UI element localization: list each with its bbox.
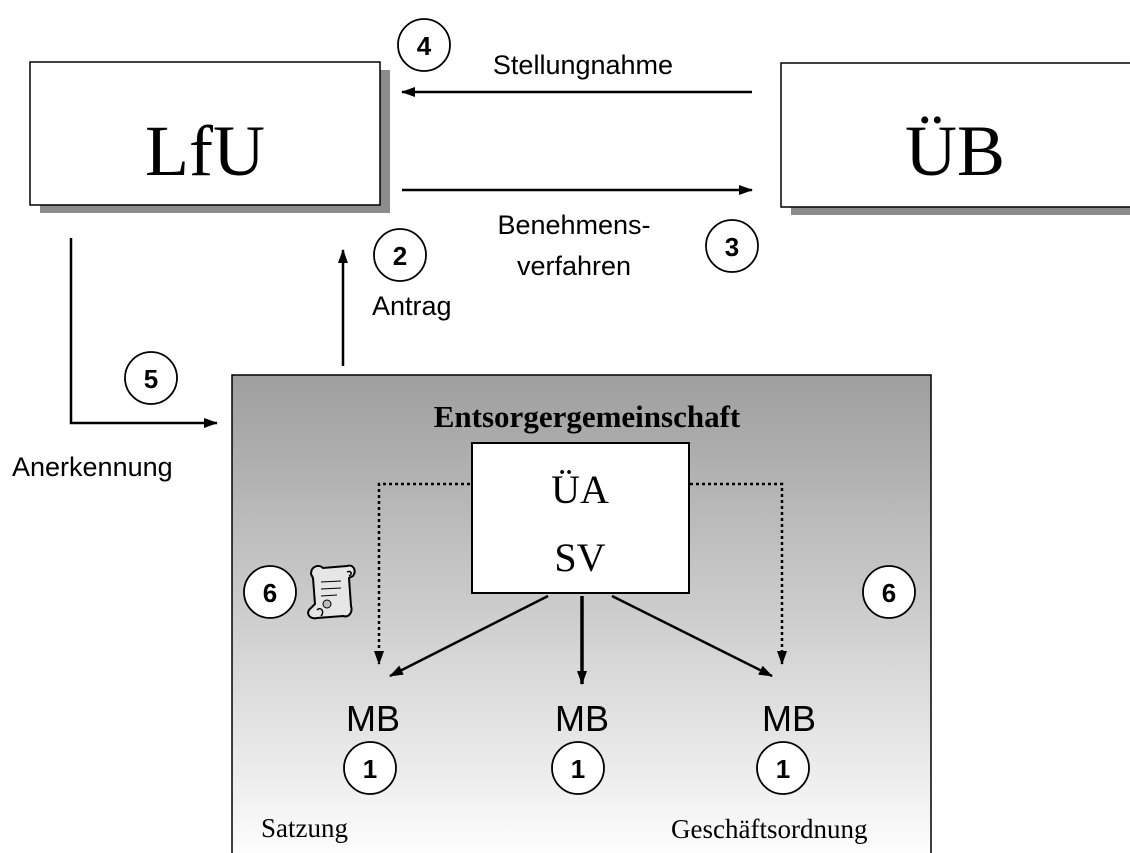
svg-text:1: 1 <box>776 754 790 784</box>
lfu-label: LfU <box>145 111 265 191</box>
svg-text:2: 2 <box>393 241 407 271</box>
antrag-label: Antrag <box>372 291 452 321</box>
ub-box: ÜB <box>780 62 1130 215</box>
dotted-connector-right <box>690 482 787 665</box>
step-6-badge-left: 6 <box>243 565 297 619</box>
mb-center-label: MB <box>555 698 609 739</box>
svg-text:1: 1 <box>571 754 585 784</box>
step-1-badge-center: 1 <box>551 741 605 795</box>
benehmens-label-line1: Benehmens- <box>497 210 650 240</box>
ua-label: ÜA <box>551 467 609 512</box>
svg-text:5: 5 <box>144 364 158 394</box>
stellungnahme-label: Stellungnahme <box>493 50 673 80</box>
step-1-badge-right: 1 <box>756 741 810 795</box>
mb-right-label: MB <box>762 698 816 739</box>
svg-text:3: 3 <box>725 232 739 262</box>
svg-text:1: 1 <box>363 754 377 784</box>
scroll-document-icon <box>307 564 356 620</box>
step-3-badge: 3 <box>705 219 759 273</box>
step-1-badge-left: 1 <box>343 741 397 795</box>
step-6-badge-right: 6 <box>862 565 916 619</box>
anerkennung-arrow <box>69 238 218 428</box>
mb-left-label: MB <box>346 698 400 739</box>
geschaeftsordnung-label: Geschäftsordnung <box>671 814 867 844</box>
svg-text:4: 4 <box>417 31 432 61</box>
step-5-badge: 5 <box>124 351 178 405</box>
ub-label: ÜB <box>905 111 1005 191</box>
arrow-to-mb-left <box>389 594 549 678</box>
arrow-to-mb-right <box>611 594 773 678</box>
step-4-badge: 4 <box>397 18 451 72</box>
step-2-badge: 2 <box>373 228 427 282</box>
dotted-connector-left <box>374 482 470 665</box>
svg-text:6: 6 <box>882 578 896 608</box>
lfu-box: LfU <box>29 61 390 213</box>
satzung-label: Satzung <box>261 813 348 843</box>
anerkennung-label: Anerkennung <box>12 452 173 482</box>
benehmens-label-line2: verfahren <box>517 251 631 281</box>
ua-sv-box: ÜA SV <box>471 442 690 594</box>
sv-label: SV <box>554 535 605 580</box>
group-title: Entsorgergemeinschaft <box>434 399 741 434</box>
svg-text:6: 6 <box>263 578 277 608</box>
